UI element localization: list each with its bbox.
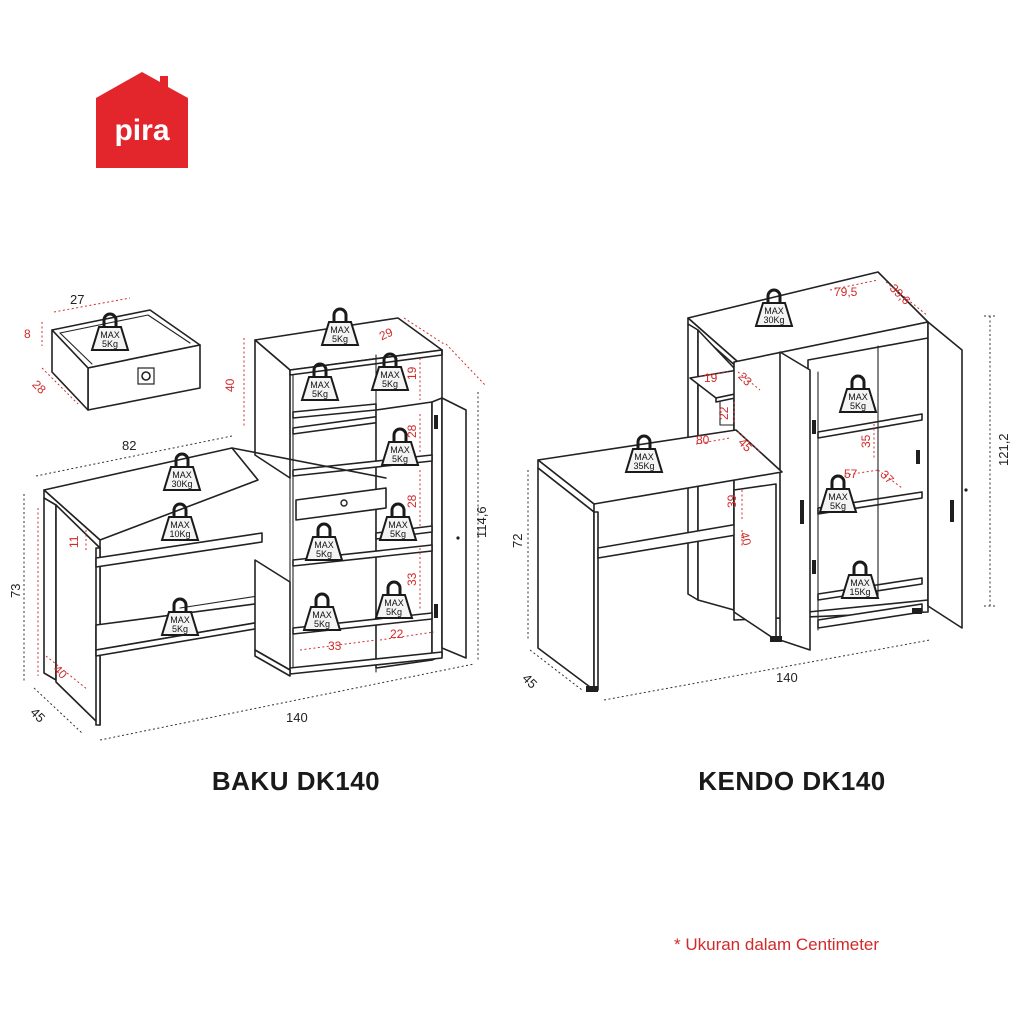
baku-dim-depth: 45: [27, 705, 48, 726]
baku-dim-width: 140: [286, 710, 308, 725]
svg-text:MAX: MAX: [848, 392, 868, 402]
svg-text:15Kg: 15Kg: [849, 587, 870, 597]
kendo-dim-depth: 45: [519, 671, 540, 692]
kendo-dim-leg-d: 40: [737, 530, 754, 547]
svg-text:MAX: MAX: [312, 610, 332, 620]
svg-text:MAX: MAX: [314, 540, 334, 550]
baku-dim-cell-width-2: 22: [390, 627, 404, 641]
unit-footnote: * Ukuran dalam Centimeter: [674, 935, 879, 954]
kendo-dim-width: 140: [776, 670, 798, 685]
baku-drawer-width: 27: [70, 292, 84, 307]
svg-text:35Kg: 35Kg: [633, 461, 654, 471]
baku-dim-shelf-b: 28: [405, 424, 419, 438]
kendo-dim-desk-w: 80: [696, 433, 710, 447]
baku-dim-height-total: 114,6: [474, 506, 489, 538]
kendo-dim-cab-w: 57: [844, 467, 858, 481]
baku-dim-shelf-d: 33: [405, 572, 419, 586]
svg-text:5Kg: 5Kg: [830, 501, 846, 511]
baku-product-title: BAKU DK140: [212, 766, 380, 796]
svg-text:5Kg: 5Kg: [316, 549, 332, 559]
svg-text:MAX: MAX: [850, 578, 870, 588]
svg-text:MAX: MAX: [170, 520, 190, 530]
baku-dim-shelf-c: 28: [405, 494, 419, 508]
svg-text:MAX: MAX: [172, 470, 192, 480]
svg-text:MAX: MAX: [380, 370, 400, 380]
svg-text:5Kg: 5Kg: [382, 379, 398, 389]
svg-text:30Kg: 30Kg: [171, 479, 192, 489]
svg-text:MAX: MAX: [764, 306, 784, 316]
svg-text:MAX: MAX: [390, 445, 410, 455]
kendo-dim-top-width: 79,5: [834, 285, 858, 299]
kendo-dim-leg-h: 39: [725, 494, 739, 508]
svg-text:5Kg: 5Kg: [314, 619, 330, 629]
svg-text:10Kg: 10Kg: [169, 529, 190, 539]
baku-dim-shelf-a: 19: [405, 366, 419, 380]
svg-text:5Kg: 5Kg: [312, 389, 328, 399]
kendo-dim-height: 72: [510, 534, 525, 548]
baku-drawer-height: 8: [24, 327, 31, 341]
house-logo-icon: [96, 72, 188, 168]
svg-text:5Kg: 5Kg: [332, 334, 348, 344]
kendo-dim-height-total: 121,2: [996, 433, 1011, 466]
svg-text:5Kg: 5Kg: [392, 454, 408, 464]
svg-text:30Kg: 30Kg: [763, 315, 784, 325]
drawer-lock-icon: [137, 367, 155, 385]
baku-dim-keyboard-gap: 11: [67, 535, 81, 548]
baku-dk140-diagram: 82 140 45 73 114,6 40 11 40 29 19 28 28 …: [8, 292, 489, 796]
svg-text:MAX: MAX: [634, 452, 654, 462]
svg-text:5Kg: 5Kg: [172, 624, 188, 634]
svg-text:MAX: MAX: [388, 520, 408, 530]
baku-drawer-depth: 28: [29, 377, 49, 397]
svg-text:MAX: MAX: [100, 330, 120, 340]
svg-text:MAX: MAX: [170, 615, 190, 625]
baku-dim-hutch-depth: 29: [377, 325, 395, 343]
baku-drawer-detail: [51, 309, 201, 411]
brand-name: pira: [114, 114, 169, 147]
svg-text:5Kg: 5Kg: [390, 529, 406, 539]
svg-text:MAX: MAX: [330, 325, 350, 335]
kendo-dim-shelf-gap: 22: [717, 406, 731, 420]
svg-text:MAX: MAX: [828, 492, 848, 502]
pira-logo: pira: [96, 72, 188, 168]
svg-text:MAX: MAX: [384, 598, 404, 608]
kendo-dim-cab-shelf: 35: [859, 434, 873, 448]
kendo-dk140-diagram: 140 45 72 121,2 79,5 39,6 19 23 22 80 45…: [510, 271, 1011, 796]
svg-text:5Kg: 5Kg: [102, 339, 118, 349]
kendo-dim-small-shelf-w: 19: [704, 371, 718, 385]
svg-text:5Kg: 5Kg: [850, 401, 866, 411]
svg-text:MAX: MAX: [310, 380, 330, 390]
kendo-product-title: KENDO DK140: [698, 766, 886, 796]
baku-dim-top-width: 82: [122, 438, 136, 453]
baku-dim-hutch-height: 40: [223, 378, 237, 392]
baku-dim-height: 73: [8, 584, 23, 598]
svg-text:5Kg: 5Kg: [386, 607, 402, 617]
baku-dim-cell-width: 33: [328, 639, 342, 653]
